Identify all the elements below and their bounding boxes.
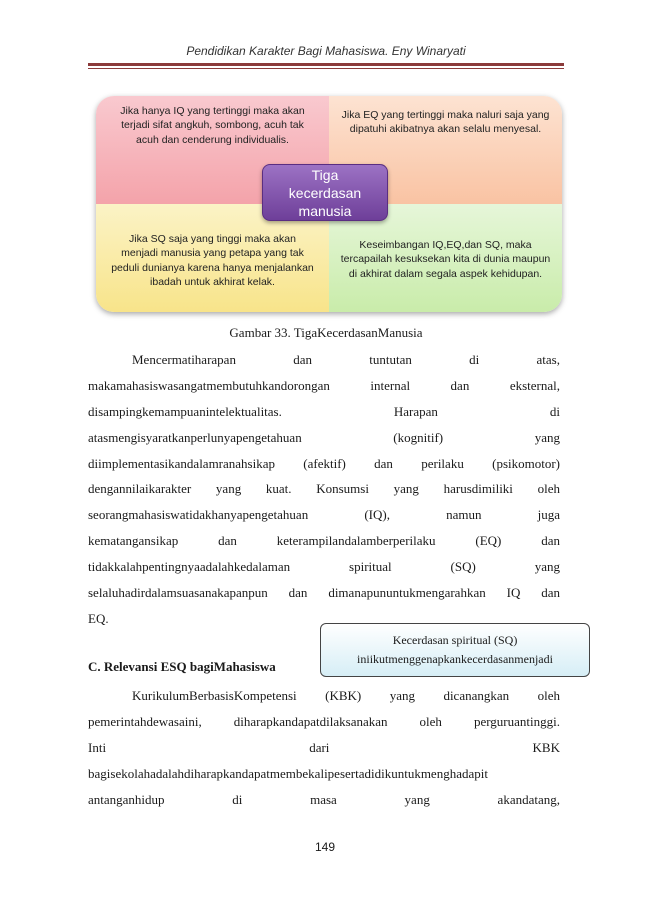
center-line-3: manusia	[298, 203, 352, 219]
text-line: disampingkemampuanintelektualitas. Harap…	[88, 403, 560, 419]
paragraph-1: Mencermatiharapan dan tuntutan di atas, …	[88, 347, 560, 632]
header-rule-thin	[88, 68, 564, 69]
text-line: Mencermatiharapan dan tuntutan di atas,	[132, 352, 560, 367]
text-line: selaluhadirdalamsuasanakapanpun dan dima…	[88, 585, 560, 601]
text-line: makamahasiswasangatmembutuhkandorongan i…	[88, 377, 560, 393]
callout-line-2: iniikutmenggenapkankecerdasanmenjadi	[357, 652, 553, 666]
text-line: antanganhidup di masa yang akandatang,	[88, 791, 560, 807]
text-line: tidakkalahpentingnyaadalahkedalaman spir…	[88, 559, 560, 575]
text-line: KurikulumBerbasisKompetensi (KBK) yang d…	[132, 688, 560, 703]
three-intelligences-diagram: Jika hanya IQ yang tertinggi maka akan t…	[96, 96, 562, 312]
center-line-1: Tiga	[311, 167, 339, 183]
center-line-2: kecerdasan	[288, 185, 362, 201]
running-header: Pendidikan Karakter Bagi Mahasiswa. Eny …	[186, 44, 466, 58]
page-number: 149	[314, 840, 336, 854]
text-line: pemerintahdewasaini, diharapkandapatdila…	[88, 713, 560, 729]
callout-line-1: Kecerdasan spiritual (SQ)	[392, 633, 518, 647]
text-line: EQ.	[88, 610, 109, 626]
section-heading: C. Relevansi ESQ bagiMahasiswa	[88, 659, 276, 674]
paragraph-2: KurikulumBerbasisKompetensi (KBK) yang d…	[88, 683, 560, 812]
text-line: diimplementasikandalamranahsikap (afekti…	[88, 455, 560, 471]
text-line: dengannilaikarakter yang kuat. Konsumsi …	[88, 481, 560, 497]
text-line: kematangansikap dan keterampilandalamber…	[88, 533, 560, 549]
callout-box: Kecerdasan spiritual (SQ) iniikutmenggen…	[320, 623, 590, 677]
diagram-center-label: Tiga kecerdasan manusia	[262, 164, 388, 221]
quadrant-balance: Keseimbangan IQ,EQ,dan SQ, maka tercapai…	[329, 204, 562, 312]
text-line: bagisekolahadalahdiharapkandapatmembekal…	[88, 765, 488, 781]
text-line: Inti dari KBK	[88, 739, 560, 755]
text-line: seorangmahasiswatidakhanyapengetahuan (I…	[88, 507, 560, 523]
header-rule-thick	[88, 63, 564, 66]
quadrant-sq: Jika SQ saja yang tinggi maka akan menja…	[96, 204, 329, 312]
text-line: atasmengisyaratkanperlunyapengetahuan (k…	[88, 429, 560, 445]
figure-caption: Gambar 33. TigaKecerdasanManusia	[229, 325, 423, 340]
quadrant-iq: Jika hanya IQ yang tertinggi maka akan t…	[96, 96, 329, 204]
